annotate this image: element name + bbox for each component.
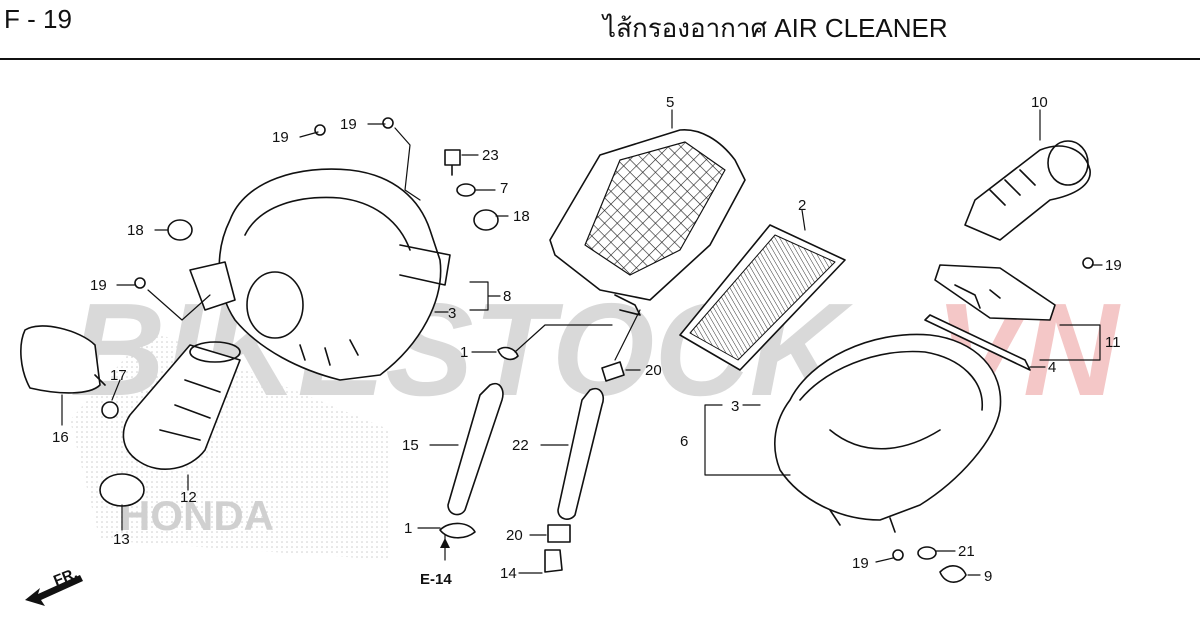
callout-19b: 19 xyxy=(340,116,357,133)
grommet-18b xyxy=(473,209,499,231)
callout-20b: 20 xyxy=(506,527,523,544)
callout-8: 8 xyxy=(503,288,511,305)
drain-hose-22 xyxy=(557,387,605,520)
callout-9: 9 xyxy=(984,568,992,585)
callout-labels: 19 19 23 7 18 18 19 8 3 5 2 10 19 11 4 1… xyxy=(51,94,1122,590)
callout-4: 4 xyxy=(1048,359,1056,376)
hose-clip-20b xyxy=(547,524,571,543)
drain-cap xyxy=(20,325,106,394)
cap-9 xyxy=(939,565,967,583)
air-cleaner-case-lower xyxy=(774,333,1002,533)
air-filter-element xyxy=(679,224,846,371)
callout-11: 11 xyxy=(1105,334,1121,351)
connecting-tube xyxy=(122,341,241,470)
callout-7: 7 xyxy=(500,180,508,197)
callout-2: 2 xyxy=(798,197,806,214)
screw-19d xyxy=(1082,257,1094,269)
callout-19e: 19 xyxy=(852,555,869,572)
small-clamp xyxy=(101,401,119,419)
callout-13: 13 xyxy=(113,531,130,548)
screw-19a xyxy=(314,124,326,136)
page-code: F - 19 xyxy=(4,4,72,34)
callout-19d: 19 xyxy=(1105,257,1122,274)
callout-17: 17 xyxy=(110,367,127,384)
screw-19c xyxy=(134,277,146,289)
callout-23: 23 xyxy=(482,147,499,164)
callout-16: 16 xyxy=(52,429,69,446)
drain-hose-15 xyxy=(447,382,504,516)
hose-clamp-1b xyxy=(439,522,476,539)
screw-19b xyxy=(382,117,394,129)
duct-bracket xyxy=(934,264,1056,321)
drain-plug xyxy=(544,549,563,573)
air-filter-cover xyxy=(549,129,746,316)
bolt-23 xyxy=(444,149,461,176)
screw-19e xyxy=(892,549,904,561)
honda-wing-emblem: HONDA xyxy=(70,330,390,560)
callout-18b: 18 xyxy=(513,208,530,225)
callout-1b: 1 xyxy=(404,520,412,537)
grommet-18a xyxy=(167,219,193,241)
callout-20a: 20 xyxy=(645,362,662,379)
gasket-strip xyxy=(924,314,1031,371)
callout-12: 12 xyxy=(180,489,197,506)
tube-band xyxy=(99,473,145,507)
front-direction-label: FR. xyxy=(51,565,80,590)
callout-22: 22 xyxy=(512,437,529,454)
hose-clip-20a xyxy=(601,361,625,382)
callout-14: 14 xyxy=(500,565,517,582)
page-title: ไส้กรองอากาศ AIR CLEANER xyxy=(603,13,948,43)
callout-3a: 3 xyxy=(448,305,456,322)
callout-1a: 1 xyxy=(460,344,468,361)
callout-6: 6 xyxy=(680,433,688,450)
intake-duct xyxy=(964,140,1091,241)
callout-19a: 19 xyxy=(272,129,289,146)
front-direction-arrow xyxy=(25,575,83,606)
leader-lines xyxy=(61,109,1103,576)
watermark-emblem-text: HONDA xyxy=(120,492,274,539)
callout-10: 10 xyxy=(1031,94,1048,111)
callout-3b: 3 xyxy=(731,398,739,415)
hose-clamp-1a xyxy=(497,346,519,361)
collar-7 xyxy=(456,183,476,197)
callout-18a: 18 xyxy=(127,222,144,239)
callout-5: 5 xyxy=(666,94,674,111)
header-divider xyxy=(0,58,1200,60)
callout-15: 15 xyxy=(402,437,419,454)
grommet-21 xyxy=(917,546,937,560)
callout-19c: 19 xyxy=(90,277,107,294)
reference-e14: E-14 xyxy=(420,571,452,588)
callout-21: 21 xyxy=(958,543,975,560)
air-cleaner-case-cover xyxy=(189,168,451,381)
e14-arrow xyxy=(440,538,450,548)
